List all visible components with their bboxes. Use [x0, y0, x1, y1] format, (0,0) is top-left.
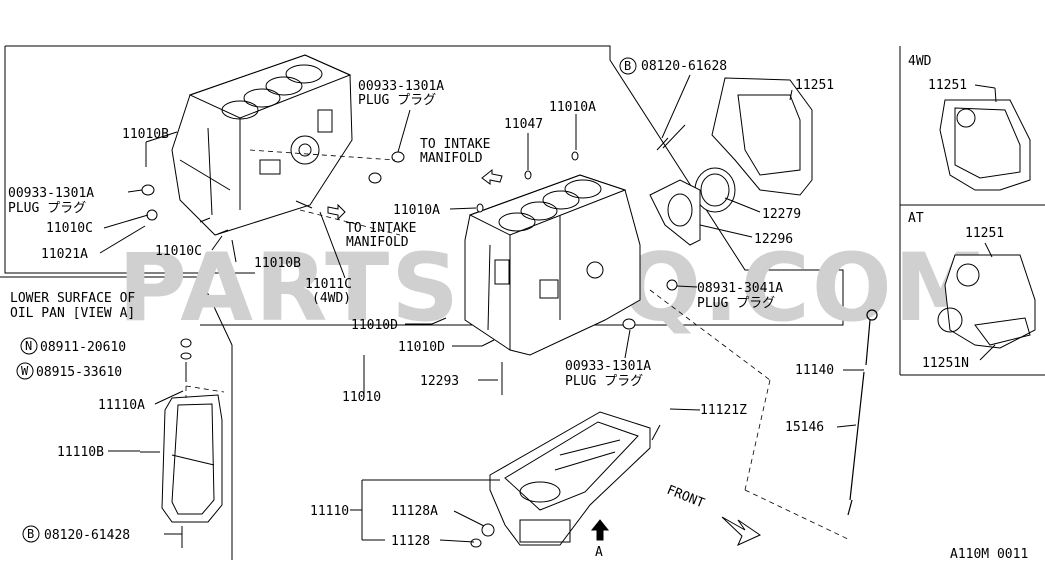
label-11010a-mid: 11010A	[393, 203, 440, 218]
label-11010d-b: 11010D	[398, 340, 445, 355]
label-to-intake-1b: MANIFOLD	[420, 151, 483, 166]
rear-plate-4wd-drawing	[939, 99, 1031, 191]
label-00933-bottom: 00933-1301A	[565, 359, 651, 374]
label-11011c: 11011C	[305, 277, 352, 292]
bolt-symbol-top: B	[624, 59, 631, 73]
label-11010a-top: 11010A	[549, 100, 596, 115]
label-11010b-b: 11010B	[254, 256, 301, 271]
label-to-intake-2a: TO INTAKE	[346, 221, 416, 236]
label-plug-right: PLUG プラグ	[697, 296, 775, 311]
label-00933-top: 00933-1301A	[358, 79, 444, 94]
label-11128a: 11128A	[391, 504, 438, 519]
label-4wd-paren: (4WD)	[312, 291, 351, 306]
label-11251: 11251	[795, 78, 834, 93]
label-08120-bottom: 08120-61428	[44, 528, 130, 543]
part-labels: 00933-1301A PLUG プラグ TO INTAKE MANIFOLD …	[8, 54, 1028, 562]
leader-lines	[99, 74, 997, 543]
diagram-reference-code: A110M 0011	[950, 547, 1028, 562]
label-00933-left: 00933-1301A	[8, 186, 94, 201]
label-08931: 08931-3041A	[697, 281, 783, 296]
label-11110: 11110	[310, 504, 349, 519]
dipstick-drawing	[847, 309, 878, 516]
label-11010c-a: 11010C	[46, 221, 93, 236]
label-11047: 11047	[504, 117, 543, 132]
label-plug-bottom: PLUG プラグ	[565, 374, 643, 389]
label-08915: 08915-33610	[36, 365, 122, 380]
label-15146: 15146	[785, 420, 824, 435]
label-11021a: 11021A	[41, 247, 88, 262]
intake-arrow-2	[327, 203, 346, 221]
rear-plate-at-drawing	[937, 254, 1036, 349]
label-11251-4wd: 11251	[928, 78, 967, 93]
label-12293: 12293	[420, 374, 459, 389]
label-plug-top: PLUG プラグ	[358, 93, 436, 108]
nut-symbol: N	[25, 339, 32, 353]
label-11251n: 11251N	[922, 356, 969, 371]
label-11121z: 11121Z	[700, 403, 747, 418]
heading-4wd: 4WD	[908, 54, 932, 69]
label-lower-surface-b: OIL PAN [VIEW A]	[10, 306, 135, 321]
arrows	[327, 168, 762, 546]
bolt-symbol-bottom: B	[27, 527, 34, 541]
cylinder-block-4wd-drawing	[171, 54, 353, 236]
label-to-intake-2b: MANIFOLD	[346, 235, 409, 250]
label-11251-at: 11251	[965, 226, 1004, 241]
label-11140: 11140	[795, 363, 834, 378]
label-12279: 12279	[762, 207, 801, 222]
intake-arrow-1	[481, 168, 503, 185]
label-08120-top: 08120-61628	[641, 59, 727, 74]
label-11010d-a: 11010D	[351, 318, 398, 333]
dashed-guides	[185, 149, 851, 541]
label-11128: 11128	[391, 534, 430, 549]
frame-lines	[0, 45, 1045, 560]
label-11010b: 11010B	[122, 127, 169, 142]
view-a-arrow	[590, 519, 610, 541]
label-lower-surface-a: LOWER SURFACE OF	[10, 291, 135, 306]
label-11010: 11010	[342, 390, 381, 405]
label-12296: 12296	[754, 232, 793, 247]
label-11110a: 11110A	[98, 398, 145, 413]
front-arrow	[721, 516, 762, 546]
oil-pan-lower-surface-drawing	[161, 394, 223, 523]
label-view-a: A	[595, 545, 603, 560]
circled-symbols	[16, 57, 637, 543]
rear-plate-drawing	[649, 77, 813, 246]
label-plug-left: PLUG プラグ	[8, 201, 86, 216]
washer-symbol: W	[21, 364, 29, 378]
small-parts	[140, 137, 678, 548]
label-11010c-b: 11010C	[155, 244, 202, 259]
oil-pan-drawing	[489, 411, 651, 546]
label-to-intake-1a: TO INTAKE	[420, 137, 490, 152]
label-08911: 08911-20610	[40, 340, 126, 355]
heading-at: AT	[908, 211, 924, 226]
label-11110b: 11110B	[57, 445, 104, 460]
label-front: FRONT	[665, 483, 707, 512]
cylinder-block-drawing	[464, 174, 641, 356]
